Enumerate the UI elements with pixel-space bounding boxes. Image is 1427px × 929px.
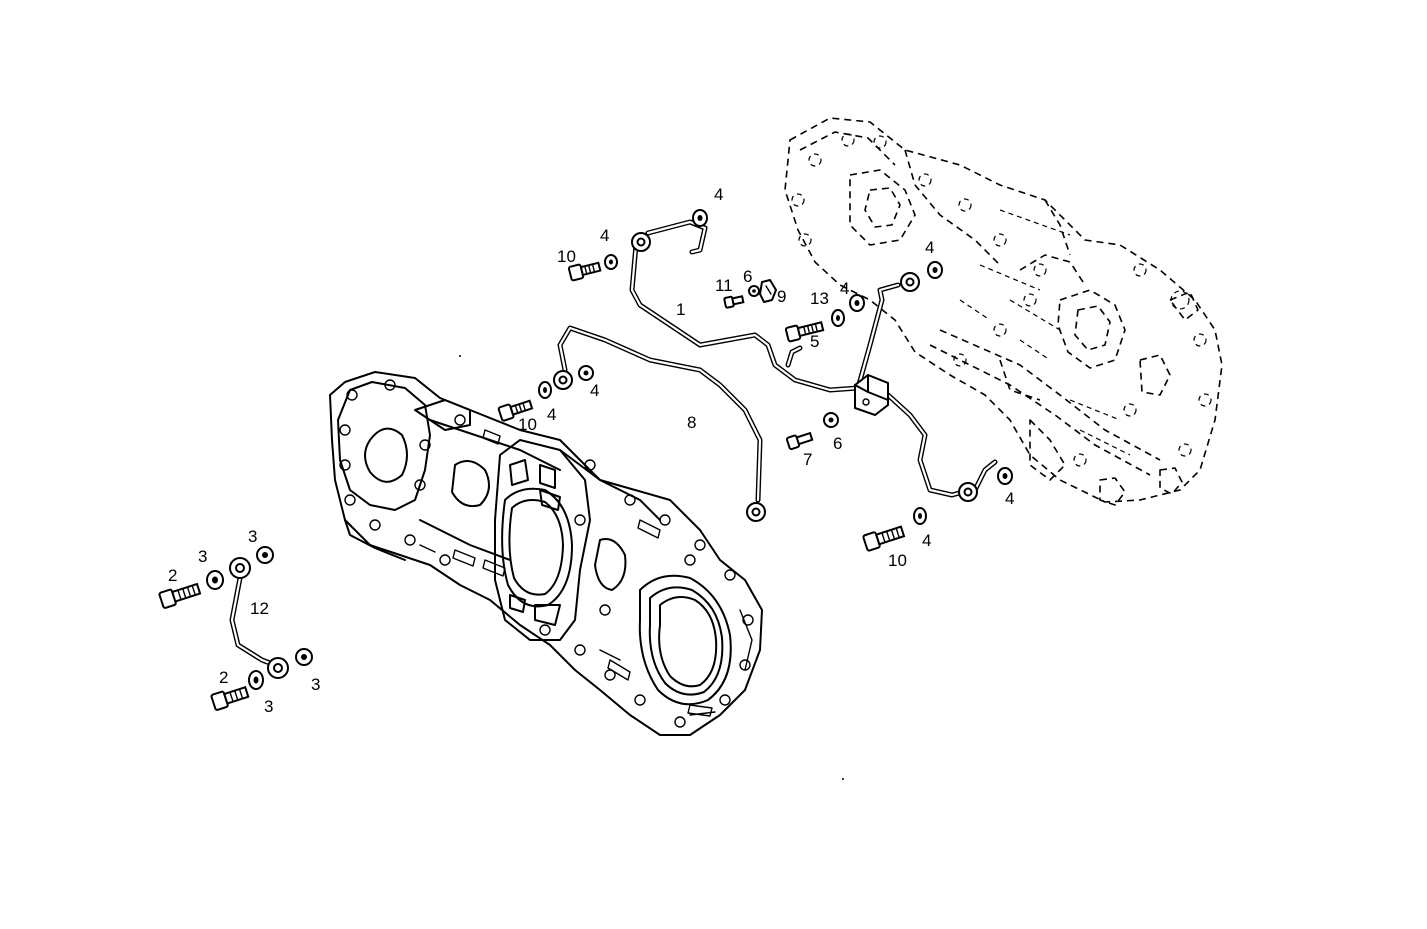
callout-4: 4 xyxy=(600,226,609,245)
callout-10: 10 xyxy=(557,247,576,266)
callout-2: 2 xyxy=(168,566,177,585)
callout-2: 2 xyxy=(219,668,228,687)
callout-3: 3 xyxy=(311,675,320,694)
oil-pipe-8 xyxy=(553,325,766,522)
oil-pipe-12 xyxy=(229,557,289,679)
callout-9: 9 xyxy=(777,287,786,306)
callout-10: 10 xyxy=(888,551,907,570)
bolt-2-top xyxy=(158,582,202,609)
callout-4: 4 xyxy=(547,405,556,424)
callout-4: 4 xyxy=(922,531,931,550)
bolt-7 xyxy=(785,431,814,451)
front-transmission-cover xyxy=(329,371,763,736)
callout-4: 4 xyxy=(925,238,934,257)
callout-10: 10 xyxy=(518,415,537,434)
clip-9 xyxy=(759,279,777,303)
bolt-11 xyxy=(723,295,745,309)
bolt-10-right xyxy=(862,525,906,552)
callout-4: 4 xyxy=(1005,489,1014,508)
callout-3: 3 xyxy=(264,697,273,716)
rear-transmission-housing xyxy=(784,117,1223,506)
callout-13: 13 xyxy=(810,289,829,308)
bolt-10-mid xyxy=(497,399,534,422)
callout-8: 8 xyxy=(687,413,696,432)
bolt-10-top xyxy=(567,261,602,282)
bolt-2-bottom xyxy=(210,685,250,711)
washers xyxy=(206,209,1013,690)
callout-12: 12 xyxy=(250,599,269,618)
callout-7: 7 xyxy=(803,450,812,469)
callout-6: 6 xyxy=(833,434,842,453)
callout-3: 3 xyxy=(198,547,207,566)
callout-11: 11 xyxy=(715,276,733,295)
callout-4: 4 xyxy=(840,279,849,298)
callout-4: 4 xyxy=(590,381,599,400)
callout-5: 5 xyxy=(810,332,819,351)
callout-labels: 4 4 10 6 11 9 13 4 4 1 5 4 4 10 8 6 7 4 … xyxy=(168,185,1014,716)
callout-1: 1 xyxy=(676,300,685,319)
bolt-5 xyxy=(784,321,825,343)
callout-6: 6 xyxy=(743,267,752,286)
callout-3: 3 xyxy=(248,527,257,546)
oil-pipe-right xyxy=(854,272,998,502)
oil-pipe-1 xyxy=(629,219,861,393)
callout-4: 4 xyxy=(714,185,723,204)
